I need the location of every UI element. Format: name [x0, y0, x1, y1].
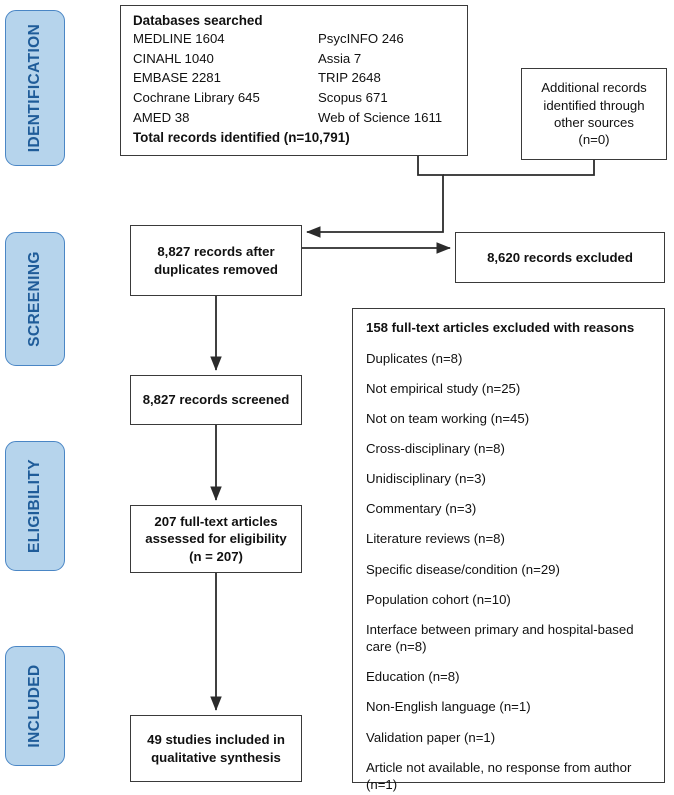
exclusion-reason-item: Commentary (n=3): [366, 501, 477, 517]
exclusion-reasons-title: 158 full-text articles excluded with rea…: [366, 320, 635, 335]
exclusion-reason-item: Education (n=8): [366, 669, 460, 685]
additional-records-line: identified through: [543, 97, 645, 113]
stage-tab-included: INCLUDED: [5, 646, 65, 766]
stage-tab-eligibility: ELIGIBILITY: [5, 441, 65, 571]
database-entry: AMED 38: [133, 109, 190, 125]
records-after-duplicates-box: 8,827 records after duplicates removed: [130, 225, 302, 296]
database-entry: Scopus 671: [318, 90, 388, 106]
databases-searched-title: Databases searched: [133, 13, 263, 28]
studies-included-line: 49 studies included in: [147, 732, 285, 748]
records-after-duplicates-line: duplicates removed: [154, 261, 278, 277]
total-records-identified: Total records identified (n=10,791): [133, 129, 350, 145]
additional-records-line: other sources: [554, 115, 634, 130]
connector-identification-to-screening: [306, 156, 444, 238]
records-excluded-box: 8,620 records excluded: [455, 232, 665, 283]
exclusion-reasons-panel: 158 full-text articles excluded with rea…: [352, 308, 665, 792]
database-entry: Assia 7: [318, 50, 362, 66]
exclusion-reason-item: Validation paper (n=1): [366, 729, 496, 745]
records-excluded-line: 8,620 records excluded: [487, 249, 633, 265]
exclusion-reason-item: Literature reviews (n=8): [366, 531, 505, 547]
exclusion-reason-item: Non-English language (n=1): [366, 699, 531, 715]
full-text-assessed-line: assessed for eligibility: [145, 531, 287, 547]
stage-tab-identification: IDENTIFICATION: [5, 10, 65, 166]
stage-tab-eligibility-label: ELIGIBILITY: [26, 459, 43, 553]
databases-searched-box: Databases searched MEDLINE 1604 PsycINFO…: [120, 5, 468, 156]
databases-list: MEDLINE 1604 PsycINFO 246 CINAHL 1040 As…: [133, 30, 457, 128]
connector-additional-to-junction: [443, 160, 595, 176]
exclusion-reason-item: Unidisciplinary (n=3): [366, 471, 486, 487]
exclusion-reason-item: Not empirical study (n=25): [366, 380, 521, 396]
stage-tab-screening-label: SCREENING: [26, 251, 43, 347]
exclusion-reason-item: Specific disease/condition (n=29): [366, 561, 560, 577]
database-entry: Cochrane Library 645: [133, 90, 260, 106]
stage-tab-identification-label: IDENTIFICATION: [26, 23, 43, 153]
exclusion-reason-item: Cross-disciplinary (n=8): [366, 440, 505, 456]
database-entry: PsycINFO 246: [318, 31, 404, 46]
database-entry: CINAHL 1040: [133, 50, 214, 66]
studies-included-line: qualitative synthesis: [151, 749, 281, 765]
records-screened-box: 8,827 records screened: [130, 375, 302, 425]
database-entry: Web of Science 1611: [318, 109, 443, 125]
exclusion-reason-item: Not on team working (n=45): [366, 410, 530, 426]
exclusion-reason-item: Duplicates (n=8): [366, 350, 463, 366]
full-text-assessed-box: 207 full-text articles assessed for elig…: [130, 505, 302, 573]
additional-records-box: Additional records identified through ot…: [521, 68, 667, 160]
studies-included-box: 49 studies included in qualitative synth…: [130, 715, 302, 782]
additional-records-count: (n=0): [578, 132, 610, 148]
full-text-assessed-count: (n = 207): [189, 548, 243, 564]
database-entry: EMBASE 2281: [133, 70, 221, 86]
stage-tab-included-label: INCLUDED: [26, 664, 43, 748]
database-entry: MEDLINE 1604: [133, 31, 225, 46]
exclusion-reason-item: Article not available, no response from …: [366, 759, 632, 792]
records-after-duplicates-line: 8,827 records after: [157, 244, 275, 260]
database-entry: TRIP 2648: [318, 70, 381, 86]
stage-tab-screening: SCREENING: [5, 232, 65, 366]
full-text-assessed-line: 207 full-text articles: [154, 513, 278, 529]
additional-records-line: Additional records: [541, 80, 647, 96]
exclusion-reason-item: Interface between primary and hospital-b…: [366, 621, 634, 655]
records-screened-line: 8,827 records screened: [142, 392, 290, 408]
exclusion-reason-item: Population cohort (n=10): [366, 591, 511, 607]
